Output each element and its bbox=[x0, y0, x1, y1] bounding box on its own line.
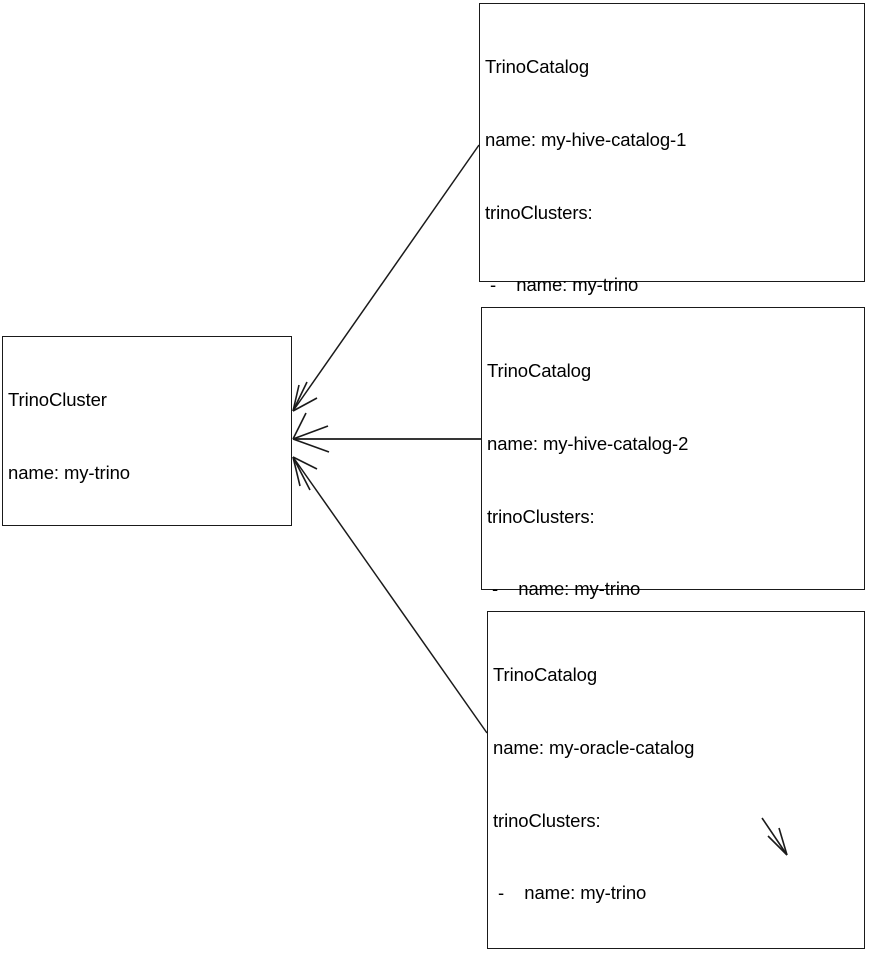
node-line: name: my-trino bbox=[8, 462, 130, 484]
node-line: TrinoCatalog bbox=[487, 360, 592, 382]
node-trino-catalog-oracle-text: TrinoCatalog name: my-oracle-catalog tri… bbox=[493, 615, 807, 954]
node-line: trinoClusters: bbox=[493, 809, 601, 831]
edge-catalog-oracle-to-cluster bbox=[292, 456, 488, 734]
node-line: - name: my-trino bbox=[485, 274, 639, 296]
node-line: TrinoCluster bbox=[8, 389, 107, 411]
edge-catalog-hive-2-to-cluster bbox=[292, 412, 481, 453]
node-line: TrinoCatalog bbox=[493, 664, 598, 686]
node-trino-catalog-hive-1[interactable]: TrinoCatalog name: my-hive-catalog-1 tri… bbox=[479, 3, 865, 658]
node-line: - name: my-trino bbox=[493, 882, 647, 904]
node-line: name: my-hive-catalog-2 bbox=[487, 433, 689, 455]
node-trino-catalog-hive-2[interactable]: TrinoCatalog name: my-hive-catalog-2 tri… bbox=[481, 307, 865, 890]
node-line: TrinoCatalog bbox=[485, 56, 590, 78]
edge-catalog-hive-1-to-cluster bbox=[292, 144, 480, 412]
node-line: name: my-oracle-catalog bbox=[493, 737, 695, 759]
node-line: trinoClusters: bbox=[487, 505, 595, 527]
node-line: - name: my-trino bbox=[487, 578, 641, 600]
node-trino-catalog-oracle[interactable]: TrinoCatalog name: my-oracle-catalog tri… bbox=[487, 611, 865, 949]
node-line: trinoClusters: bbox=[485, 201, 593, 223]
node-trino-cluster-text: TrinoCluster name: my-trino bbox=[8, 340, 130, 534]
node-line: name: my-hive-catalog-1 bbox=[485, 129, 687, 151]
node-trino-cluster[interactable]: TrinoCluster name: my-trino bbox=[2, 336, 292, 526]
